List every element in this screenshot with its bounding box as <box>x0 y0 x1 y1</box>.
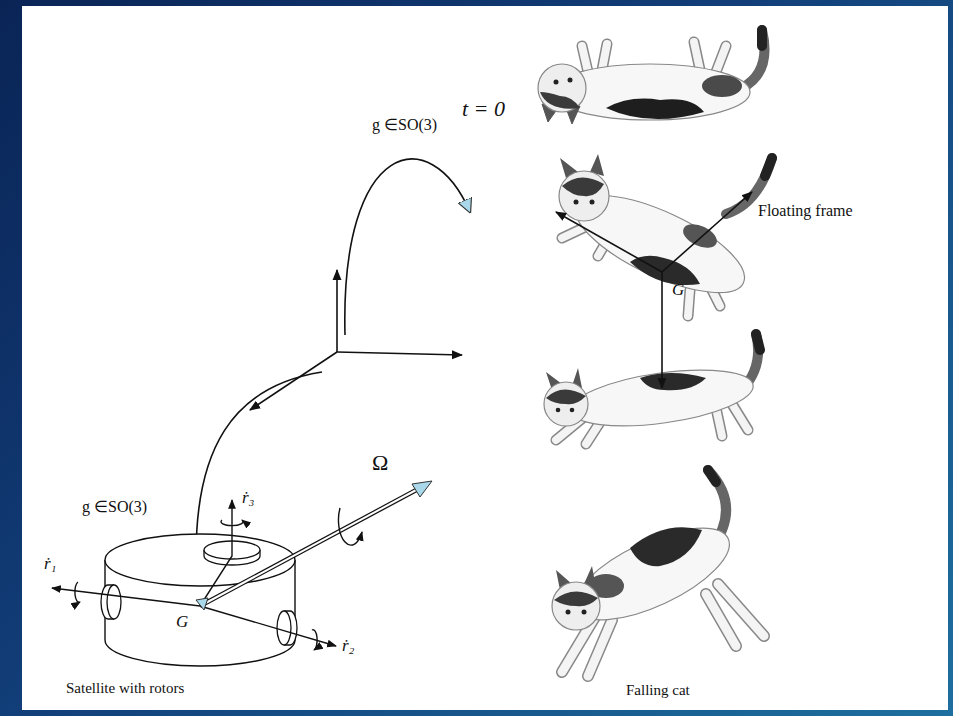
frame-label: Floating frame <box>758 202 853 220</box>
angular-velocity-vector <box>412 481 432 497</box>
caption-label: Satellite with rotors <box>66 680 184 697</box>
cat-figure <box>606 99 704 120</box>
cat-figure <box>574 200 579 205</box>
satellite-body <box>105 534 295 666</box>
cat-figure <box>544 382 588 426</box>
group-label: g ∈SO(3) <box>372 116 437 134</box>
cat-figure <box>546 389 586 404</box>
cat-figure <box>742 30 765 88</box>
rate-label: ṙ₁ <box>44 554 57 574</box>
inertial-axes <box>336 270 338 352</box>
point-label: G <box>672 280 684 300</box>
time-label: t = 0 <box>462 96 505 121</box>
cat-figure <box>590 200 595 205</box>
rate-label: ṙ₃ <box>242 488 255 508</box>
cat-figure <box>756 334 760 350</box>
cat-figure <box>708 470 716 482</box>
cat-figure <box>765 158 772 176</box>
symbol-label: Ω <box>372 450 388 475</box>
body-frame-axes <box>556 212 662 272</box>
angular-velocity-vector <box>196 481 432 610</box>
cat-figure <box>630 527 702 566</box>
cat-figure <box>570 408 575 413</box>
inertial-axes <box>337 352 462 355</box>
group-label: g ∈SO(3) <box>82 498 147 516</box>
cat-figure <box>562 177 604 196</box>
cat-figure <box>566 610 571 615</box>
angular-velocity-vector <box>196 598 208 610</box>
rate-label: ṙ₂ <box>342 636 355 656</box>
inertial-axes <box>250 270 462 410</box>
rotor-axis <box>52 500 336 650</box>
cat-figure <box>757 30 767 46</box>
cat-figure <box>568 78 573 83</box>
cat-figure <box>538 30 765 124</box>
cat-figure <box>702 75 742 97</box>
cat-figure <box>554 80 559 85</box>
cat-figure <box>544 334 760 444</box>
rotation-map-arc <box>345 159 470 335</box>
cat-figure <box>559 171 609 221</box>
cat-figure <box>540 92 580 109</box>
rotor <box>107 585 121 619</box>
cat-figure <box>538 64 586 112</box>
cat-figure <box>582 610 587 615</box>
inertial-axes <box>250 352 337 410</box>
body-frame-axes <box>661 272 663 388</box>
angular-velocity-vector <box>338 508 362 545</box>
point-label: G <box>176 612 188 632</box>
cat-figure <box>554 591 598 606</box>
rotor-axis <box>200 606 336 646</box>
cat-figure <box>559 154 772 316</box>
cat-figure <box>556 408 561 413</box>
angular-velocity-vector <box>202 489 418 605</box>
caption-label: Falling cat <box>626 682 690 699</box>
rotor-axis <box>312 630 317 650</box>
satellite-body <box>105 534 295 586</box>
cat-figure <box>552 582 600 630</box>
body-frame-axes <box>662 192 752 272</box>
rotor <box>101 541 297 645</box>
cat-figure <box>552 470 764 676</box>
cat-figure <box>640 373 706 390</box>
rotor <box>277 611 291 645</box>
rotor-axis <box>221 520 243 526</box>
cat-figure <box>679 219 720 252</box>
body-frame-axes <box>556 192 752 388</box>
angular-velocity-vector <box>200 488 420 606</box>
rotor-axis <box>75 582 80 602</box>
